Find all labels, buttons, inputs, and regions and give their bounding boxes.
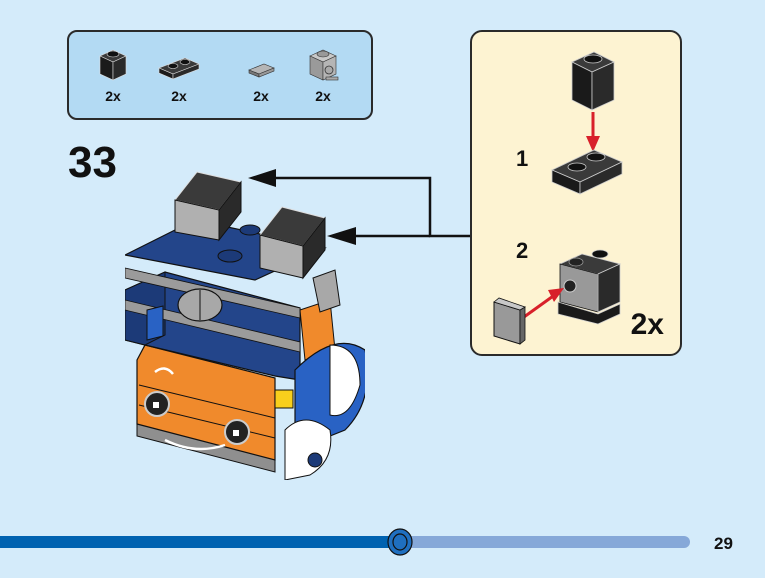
brick-side-stud-assembly-icon xyxy=(557,249,622,325)
black-plate-1x2-icon xyxy=(158,57,200,80)
sub-step-number: 2 xyxy=(516,238,529,263)
gray-tile-1x1-icon xyxy=(248,63,275,78)
part-quantity: 2x xyxy=(315,88,331,104)
model-illustration xyxy=(125,171,365,480)
part-quantity: 2x xyxy=(105,88,121,104)
part-quantity: 2x xyxy=(171,88,187,104)
progress-bar xyxy=(0,528,690,556)
black-brick-1x1-icon xyxy=(571,51,615,111)
callout-quantity: 2x xyxy=(630,308,664,341)
parts-list-box: 2x 2x 2x 2x xyxy=(67,30,373,120)
sub-assembly-callout: 1 2 2x xyxy=(470,30,682,356)
step-number: 33 xyxy=(68,138,117,187)
sub-assembly-illustration xyxy=(493,51,623,345)
part-item: 2x xyxy=(149,46,209,104)
sub-step-number: 1 xyxy=(516,146,529,171)
progress-knob-icon xyxy=(387,528,413,556)
arrow-head-icon xyxy=(248,169,276,187)
red-arrow-icon xyxy=(586,136,600,152)
red-arrow-icon xyxy=(548,288,564,302)
part-item: 2x xyxy=(293,46,353,104)
part-quantity: 2x xyxy=(253,88,269,104)
black-brick-1x1-icon xyxy=(99,49,127,81)
progress-fill xyxy=(0,536,401,548)
black-plate-1x2-icon xyxy=(551,149,623,195)
gray-brick-side-stud-icon xyxy=(309,49,339,81)
page-number: 29 xyxy=(714,534,733,553)
gray-tile-1x1-icon xyxy=(493,297,526,345)
part-item: 2x xyxy=(231,46,291,104)
arrow-head-icon xyxy=(327,227,356,245)
part-item: 2x xyxy=(83,46,143,104)
